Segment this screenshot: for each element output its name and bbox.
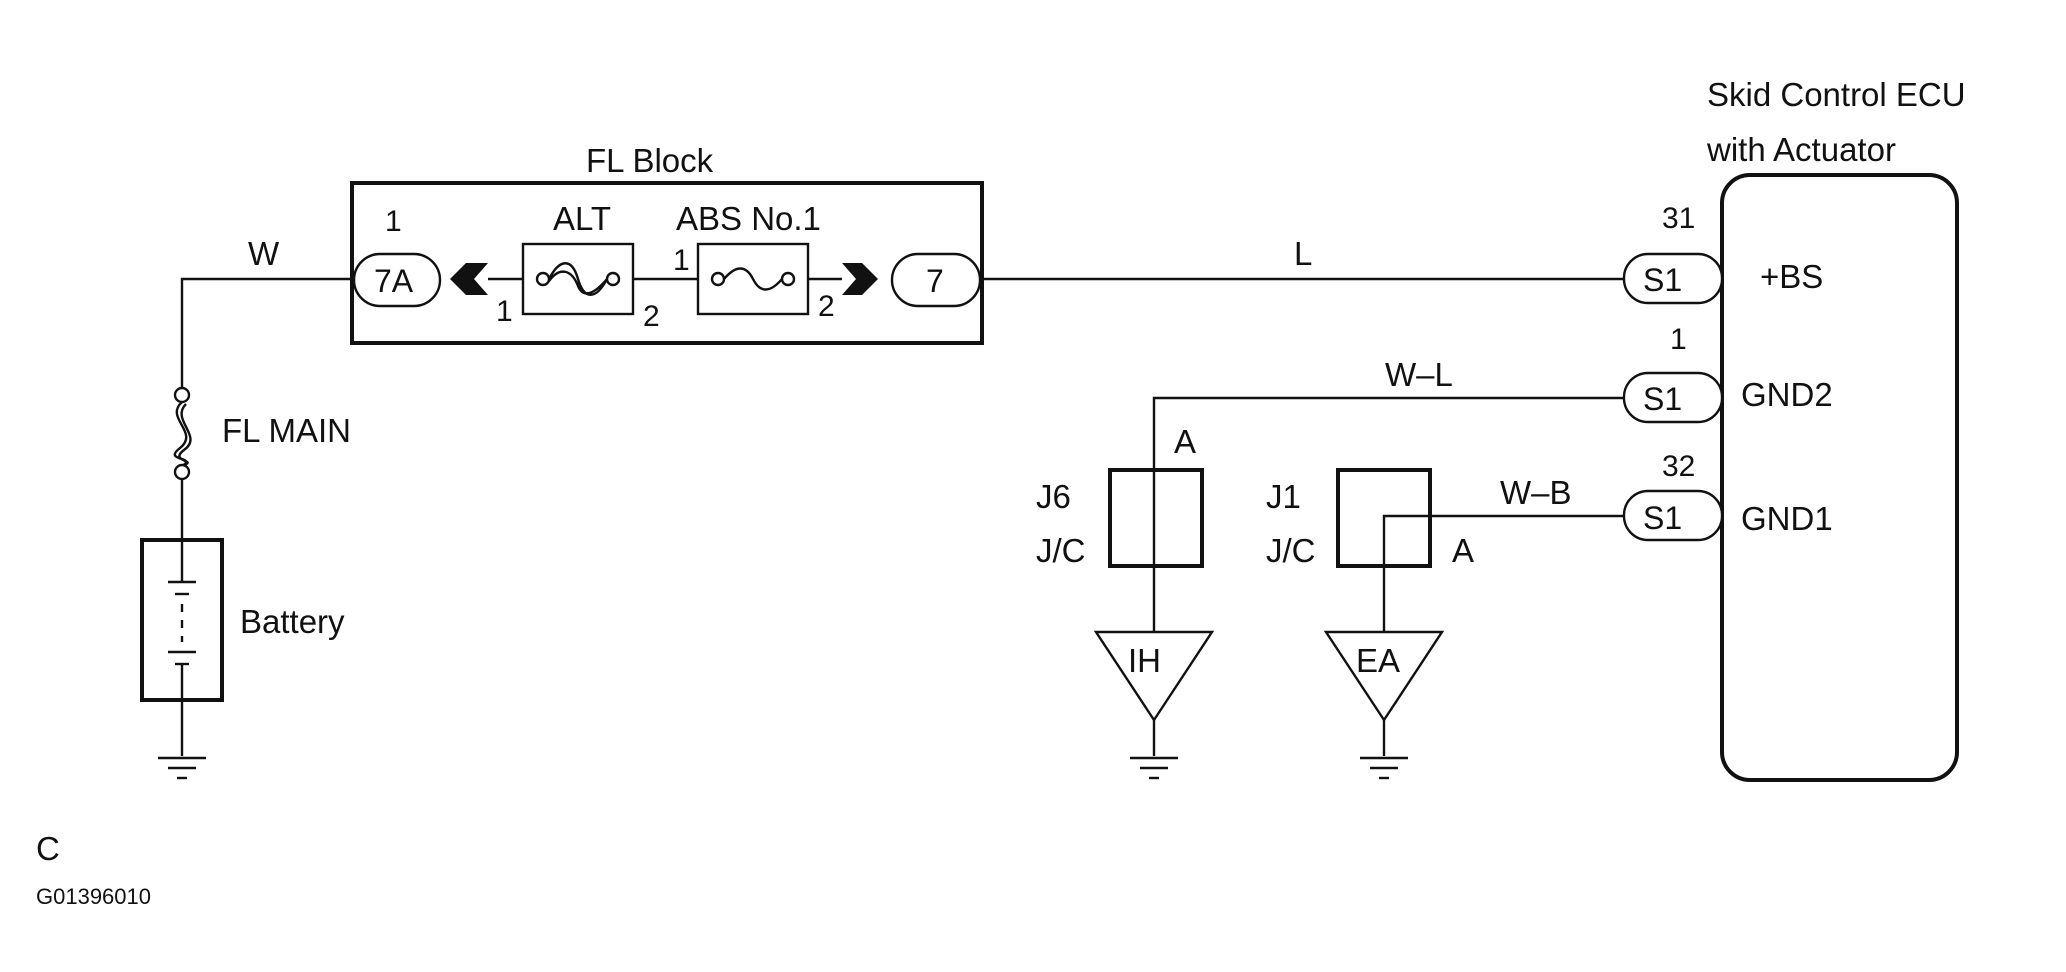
fusible-link-icon [173,401,192,468]
battery: Battery [140,538,345,780]
pin-abs-2: 2 [818,290,835,323]
ecu-connector-label: S1 [1643,500,1682,536]
footer-letter: C [36,830,60,867]
ecu-connector-gnd2: S1 1 [1622,323,1724,424]
connector-7a-label: 7A [374,263,414,299]
wire-wl-label: W–L [1385,356,1453,393]
fuse-abs-icon [723,267,783,291]
j6-type: J/C [1036,532,1086,569]
junction-j6: J6 J/C A IH [1036,423,1215,780]
pin-abs-1: 1 [673,244,690,277]
ground-symbol-icon [158,756,206,780]
ground-point-ih [1093,630,1215,723]
wire-w-b: W–B [1382,474,1624,645]
ecu-connector-label: S1 [1643,381,1682,417]
ecu-connector-bs: S1 31 [1622,202,1724,305]
fl-block-title: FL Block [586,142,714,179]
ground-symbol-icon [1130,756,1178,780]
skid-control-ecu: Skid Control ECU with Actuator +BS GND2 … [1706,76,1966,782]
ecu-terminal-bs: +BS [1760,258,1823,295]
wire-w-l: W–L [1152,356,1624,645]
ecu-terminal-gnd1: GND1 [1741,500,1833,537]
ecu-connector-label: S1 [1643,262,1682,298]
terminal-arrow-left-icon [450,263,488,295]
j1-type: J/C [1266,532,1316,569]
fl-main-label: FL MAIN [222,412,351,449]
pin-j6-a: A [1174,423,1196,460]
pin-ecu-gnd2: 1 [1670,323,1687,356]
wire-w: W [180,235,354,390]
ecu-title-line2: with Actuator [1706,131,1896,168]
j1-id: J1 [1266,478,1301,515]
j6-id: J6 [1036,478,1071,515]
pin-ecu-gnd1: 32 [1662,450,1695,483]
pin-in: 1 [385,205,402,238]
ecu-title-line1: Skid Control ECU [1707,76,1966,113]
ground-ih-label: IH [1128,642,1161,679]
fuse-alt-icon [547,262,609,296]
connector-7-label: 7 [926,263,944,299]
fl-main-fuse: FL MAIN [173,386,351,540]
ecu-connector-gnd1: S1 32 [1622,450,1724,542]
junction-j1: J1 J/C A EA [1266,468,1474,780]
ground-symbol-icon [1360,756,1408,780]
ground-point-ea [1323,630,1445,723]
pin-ecu-bs: 31 [1662,202,1695,235]
terminal-arrow-right-icon [842,263,878,295]
fl-block: FL Block 7A 1 ALT 1 2 ABS No.1 1 2 7 [350,142,984,345]
wire-l: L [980,235,1624,281]
ground-ea-label: EA [1356,642,1400,679]
ecu-terminal-gnd2: GND2 [1741,376,1833,413]
wire-l-label: L [1294,235,1312,272]
fuse-abs-label: ABS No.1 [676,200,821,237]
wire-wb-label: W–B [1500,474,1572,511]
footer-code: G01396010 [36,884,151,909]
wire-w-label: W [248,235,280,272]
pin-j1-a: A [1452,532,1474,569]
battery-label: Battery [240,603,345,640]
fuse-alt-label: ALT [553,200,611,237]
pin-alt-2: 2 [643,300,660,333]
pin-alt-1: 1 [496,295,513,328]
